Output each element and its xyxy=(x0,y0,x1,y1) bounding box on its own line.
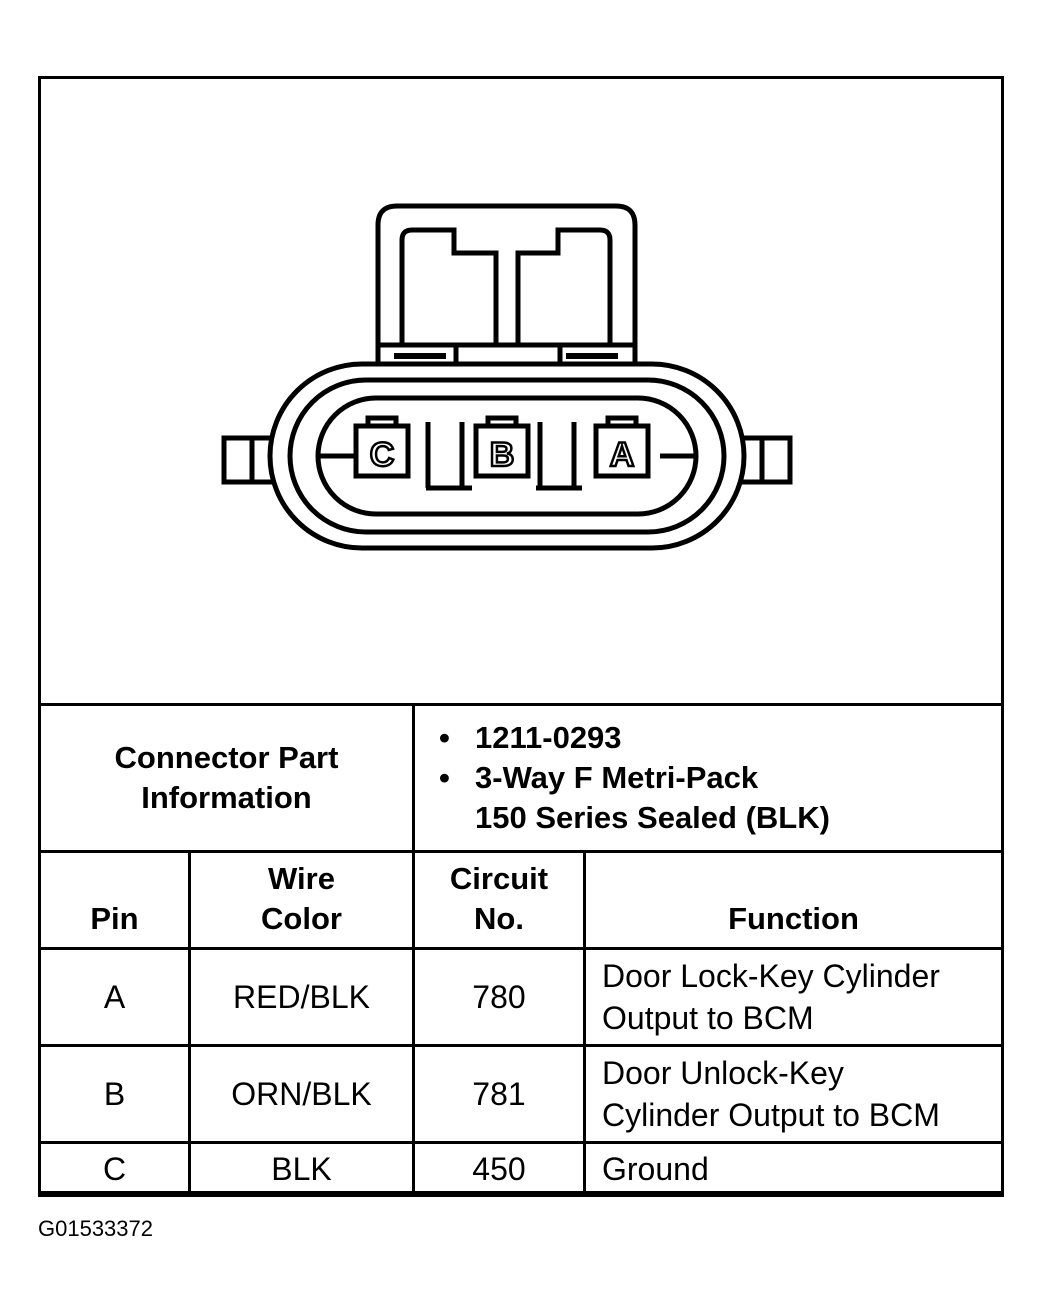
figure-id: G01533372 xyxy=(38,1216,153,1241)
cell-pin: A xyxy=(38,947,191,1047)
part-info-label-line1: Connector Part xyxy=(114,740,339,775)
left-ear xyxy=(221,435,272,485)
part-number: 1211-0293 xyxy=(439,718,1001,758)
header-pin: Pin xyxy=(38,850,191,950)
connector-body-mid xyxy=(287,377,727,535)
connector-drawing: C B A xyxy=(221,203,793,551)
part-info-label-line2: Information xyxy=(141,780,312,815)
cell-wire-color: BLK xyxy=(188,1141,415,1197)
cavity-b: B xyxy=(473,415,531,479)
connector-body-inner xyxy=(315,395,699,517)
header-function: Function xyxy=(583,850,1004,950)
part-info-label-cell: Connector Part Information xyxy=(38,703,415,853)
cell-circuit: 780 xyxy=(412,947,586,1047)
cavity-c-label: C xyxy=(370,436,395,474)
table-row: C BLK 450 Ground xyxy=(38,1141,1004,1197)
cell-circuit: 450 xyxy=(412,1141,586,1197)
connector-body-outer xyxy=(267,361,747,551)
cavity-a-label: A xyxy=(610,436,635,474)
part-description: 3-Way F Metri-Pack 150 Series Sealed (BL… xyxy=(439,758,1001,838)
cell-pin: C xyxy=(38,1141,191,1197)
connector-lock-tab-inner xyxy=(399,227,613,345)
cell-function: Ground xyxy=(583,1141,1004,1197)
cell-wire-color: ORN/BLK xyxy=(188,1044,415,1144)
cell-circuit: 781 xyxy=(412,1044,586,1144)
cavity-c: C xyxy=(353,415,411,479)
part-info-value-cell: 1211-0293 3-Way F Metri-Pack 150 Series … xyxy=(412,703,1004,853)
connector-part-info-table: Connector Part Information 1211-0293 3-W… xyxy=(38,703,1004,853)
cavity-b-label: B xyxy=(490,436,515,474)
cell-wire-color: RED/BLK xyxy=(188,947,415,1047)
cavity-a: A xyxy=(593,415,651,479)
cell-pin: B xyxy=(38,1044,191,1144)
right-ear xyxy=(742,435,793,485)
connector-lock-tab xyxy=(375,203,638,365)
